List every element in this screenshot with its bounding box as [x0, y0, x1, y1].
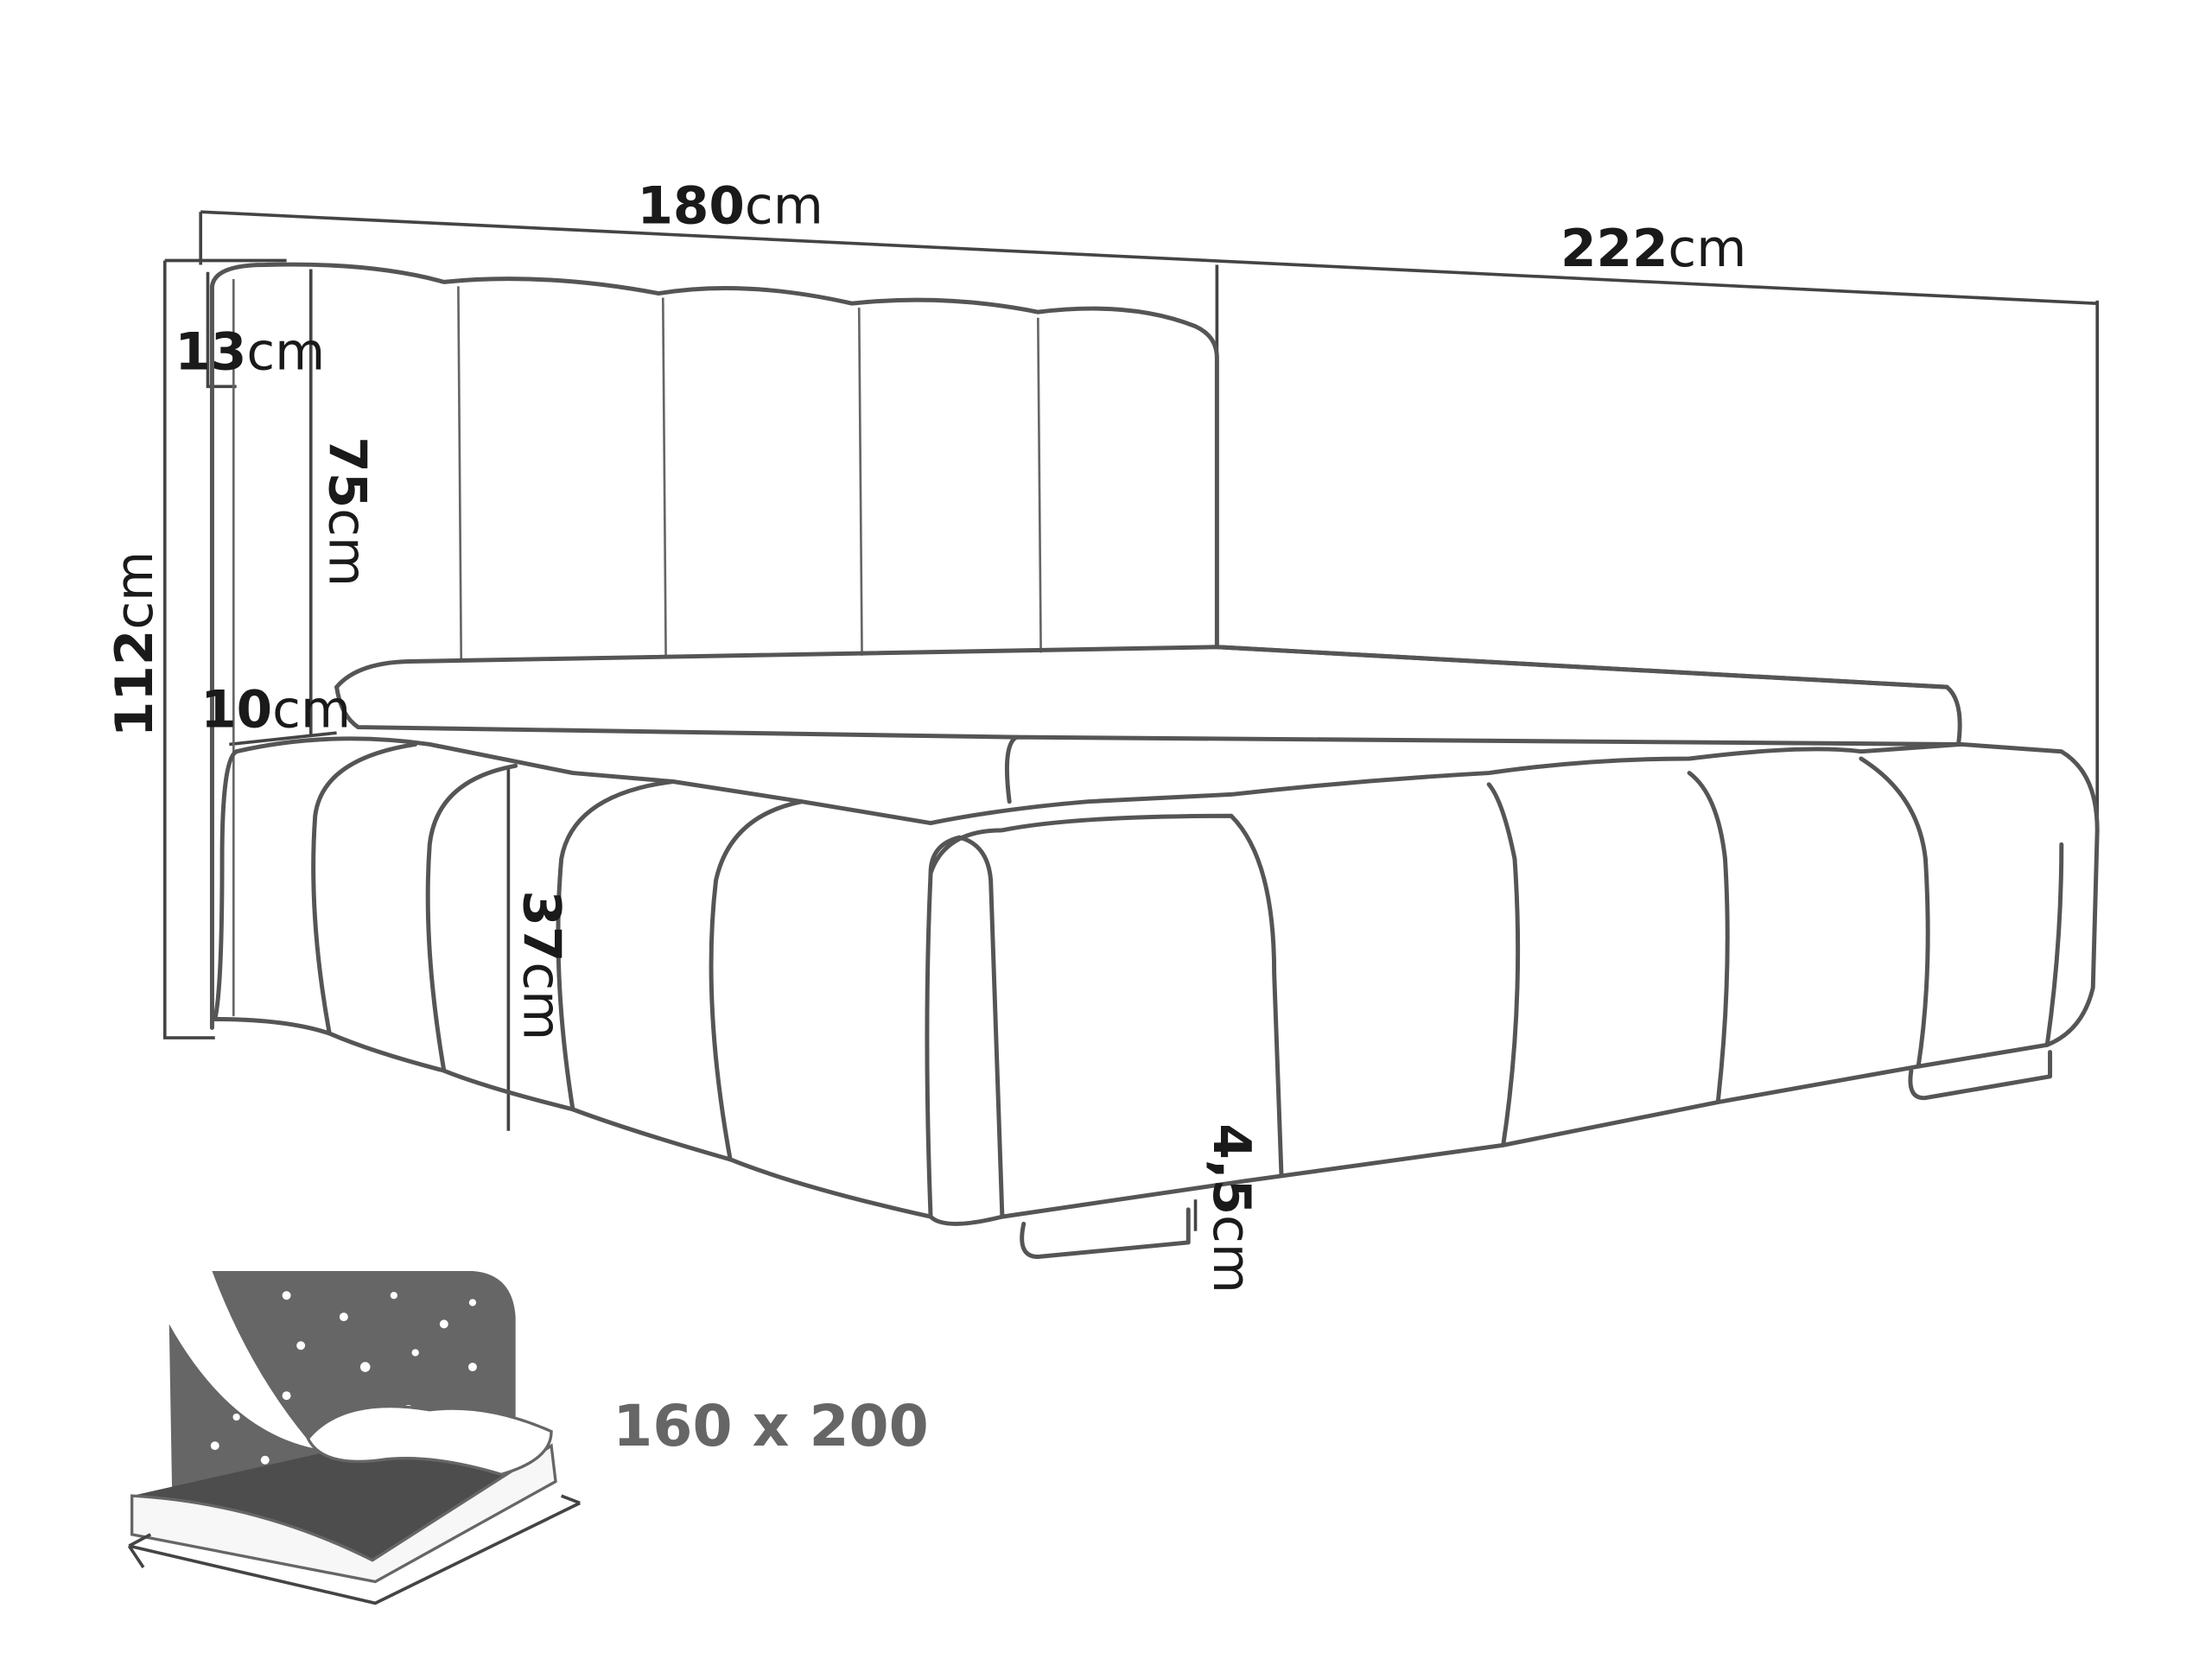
headboard-thickness-label: 13cm	[175, 322, 325, 382]
base-height-label: 37cm	[512, 890, 571, 1040]
length-unit: cm	[1668, 219, 1746, 279]
base-height-unit: cm	[512, 962, 571, 1040]
headboard-height-unit: cm	[316, 508, 376, 587]
mattress-outline	[334, 645, 1962, 804]
total-height-value: 112	[105, 630, 165, 737]
leg-height-value: 4,5	[1201, 1123, 1261, 1215]
headboard-thickness-unit: cm	[246, 322, 325, 382]
mattress-inset-label: 10cm	[200, 681, 351, 741]
length-label: 222cm	[1560, 219, 1746, 279]
headboard-outline	[209, 262, 1949, 1030]
mattress-inset-value: 10	[200, 681, 272, 741]
leg-height-label: 4,5cm	[1201, 1123, 1261, 1294]
headboard-height-value: 75	[316, 436, 376, 508]
mattress-size-label: 160 x 200	[613, 1392, 928, 1459]
headboard-height-label: 75cm	[316, 436, 376, 587]
total-height-label: 112cm	[105, 551, 165, 737]
dimension-lines	[162, 210, 2100, 1231]
mattress-inset-unit: cm	[272, 681, 351, 741]
length-value: 222	[1560, 219, 1668, 279]
headboard-thickness-value: 13	[175, 322, 246, 382]
width-value: 180	[637, 176, 744, 236]
total-height-unit: cm	[105, 551, 165, 630]
mattress-size-icon	[127, 1271, 582, 1605]
width-unit: cm	[745, 176, 823, 236]
width-label: 180cm	[637, 176, 823, 236]
leg-height-unit: cm	[1201, 1215, 1261, 1294]
base-height-value: 37	[512, 890, 571, 962]
base-outline	[213, 736, 2100, 1259]
